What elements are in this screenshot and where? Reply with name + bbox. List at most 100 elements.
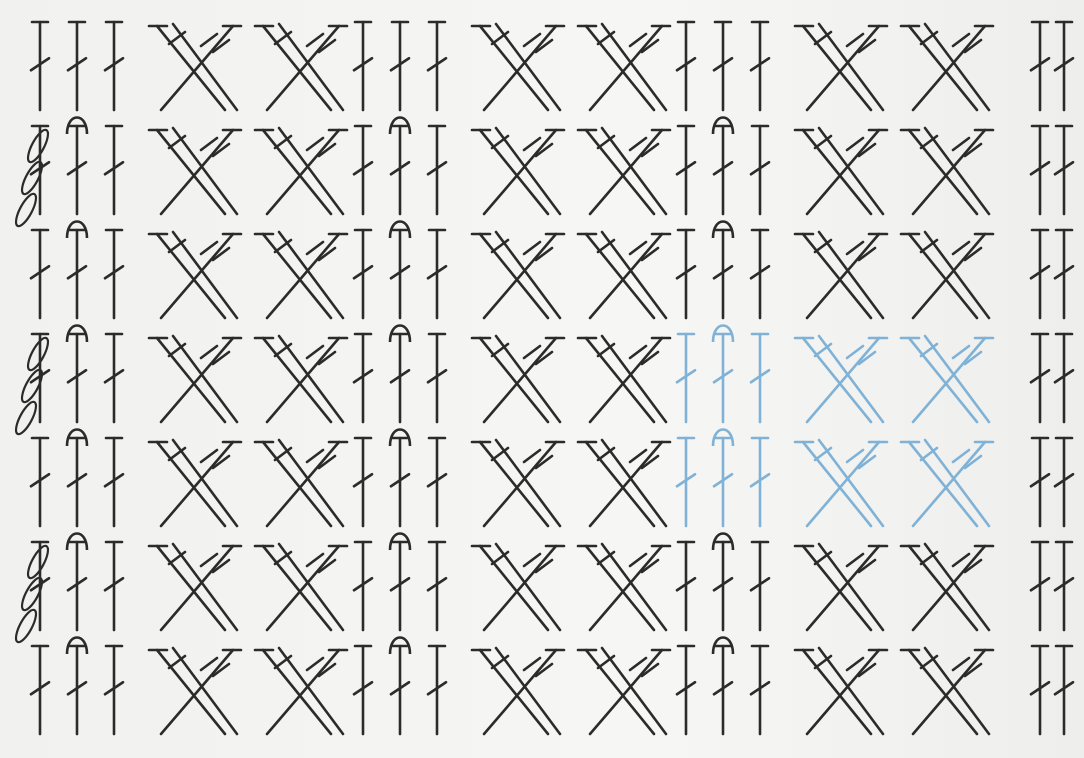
double-crochet-symbol — [1031, 438, 1049, 526]
crossed-stitch-symbol — [795, 128, 887, 214]
double-crochet-symbol — [1055, 438, 1073, 526]
crossed-stitch-symbol — [901, 232, 993, 318]
stitch-group — [354, 326, 670, 423]
double-crochet-symbol — [677, 126, 695, 214]
stitch-group — [354, 22, 670, 110]
double-crochet-symbol — [68, 334, 86, 422]
double-crochet-symbol — [714, 542, 732, 630]
stitch-group — [677, 430, 993, 527]
stitch-row — [31, 222, 1073, 319]
stitch-grid — [12, 22, 1073, 734]
stitch-row — [31, 430, 1073, 527]
double-crochet-symbol — [68, 230, 86, 318]
crossed-stitch-symbol — [149, 440, 241, 526]
crossed-stitch-symbol — [795, 232, 887, 318]
double-crochet-symbol — [354, 646, 372, 734]
double-crochet-symbol — [751, 438, 769, 526]
crossed-stitch-symbol — [255, 648, 347, 734]
crossed-stitch-symbol — [578, 440, 670, 526]
stitch-row — [31, 22, 1073, 110]
crossed-stitch-symbol — [578, 24, 670, 110]
double-crochet-symbol — [677, 646, 695, 734]
double-crochet-symbol — [68, 22, 86, 110]
stitch-group — [677, 222, 993, 319]
double-crochet-symbol — [68, 646, 86, 734]
double-crochet-symbol — [1031, 542, 1049, 630]
crossed-stitch-symbol — [795, 24, 887, 110]
crossed-stitch-symbol — [901, 336, 993, 422]
crossed-stitch-symbol — [149, 544, 241, 630]
double-crochet-symbol — [677, 22, 695, 110]
double-crochet-symbol — [31, 230, 49, 318]
crossed-stitch-symbol — [795, 336, 887, 422]
double-crochet-symbol — [751, 126, 769, 214]
turning-chain-side — [12, 127, 51, 228]
crossed-stitch-symbol — [578, 128, 670, 214]
double-crochet-symbol — [105, 646, 123, 734]
stitch-group — [677, 22, 993, 110]
crossed-stitch-symbol — [901, 24, 993, 110]
stitch-group — [354, 534, 670, 631]
double-crochet-symbol — [354, 438, 372, 526]
stitch-row — [12, 534, 1073, 645]
crossed-stitch-symbol — [255, 232, 347, 318]
double-crochet-symbol — [751, 230, 769, 318]
crossed-stitch-symbol — [795, 648, 887, 734]
double-crochet-symbol — [428, 230, 446, 318]
crossed-stitch-symbol — [472, 648, 564, 734]
double-crochet-symbol — [391, 438, 409, 526]
crossed-stitch-symbol — [149, 336, 241, 422]
double-crochet-symbol — [1031, 126, 1049, 214]
crossed-stitch-symbol — [472, 24, 564, 110]
double-crochet-symbol — [354, 126, 372, 214]
stitch-group — [31, 222, 347, 319]
crossed-stitch-symbol — [901, 648, 993, 734]
double-crochet-symbol — [677, 230, 695, 318]
double-crochet-symbol — [1055, 126, 1073, 214]
crossed-stitch-symbol — [255, 336, 347, 422]
double-crochet-symbol — [1055, 646, 1073, 734]
stitch-group — [354, 638, 670, 735]
double-crochet-symbol — [105, 126, 123, 214]
double-crochet-symbol — [428, 646, 446, 734]
double-crochet-symbol — [751, 646, 769, 734]
double-crochet-symbol — [105, 334, 123, 422]
double-crochet-symbol — [354, 542, 372, 630]
stitch-group — [677, 326, 993, 423]
double-crochet-symbol — [391, 22, 409, 110]
double-crochet-symbol — [714, 230, 732, 318]
double-crochet-symbol — [391, 542, 409, 630]
double-crochet-symbol — [31, 22, 49, 110]
crossed-stitch-symbol — [255, 128, 347, 214]
double-crochet-symbol — [751, 334, 769, 422]
crossed-stitch-symbol — [149, 128, 241, 214]
crossed-stitch-symbol — [901, 544, 993, 630]
double-crochet-symbol — [391, 126, 409, 214]
double-crochet-symbol — [677, 542, 695, 630]
crossed-stitch-symbol — [255, 440, 347, 526]
stitch-group — [31, 22, 347, 110]
crossed-stitch-symbol — [255, 544, 347, 630]
double-crochet-symbol — [391, 230, 409, 318]
stitch-group — [677, 534, 993, 631]
crossed-stitch-symbol — [901, 440, 993, 526]
crossed-stitch-symbol — [472, 232, 564, 318]
double-crochet-symbol — [428, 22, 446, 110]
double-crochet-symbol — [751, 22, 769, 110]
double-crochet-symbol — [714, 334, 732, 422]
double-crochet-symbol — [677, 334, 695, 422]
double-crochet-symbol — [1055, 230, 1073, 318]
stitch-group — [677, 118, 993, 215]
double-crochet-symbol — [31, 438, 49, 526]
turning-chain-side — [12, 335, 51, 436]
stitch-group — [31, 118, 347, 215]
double-crochet-symbol — [68, 126, 86, 214]
double-crochet-symbol — [1055, 542, 1073, 630]
stitch-row — [31, 638, 1073, 735]
double-crochet-symbol — [714, 646, 732, 734]
crossed-stitch-symbol — [472, 336, 564, 422]
crossed-stitch-symbol — [149, 24, 241, 110]
stitch-group — [677, 638, 993, 735]
double-crochet-symbol — [31, 646, 49, 734]
